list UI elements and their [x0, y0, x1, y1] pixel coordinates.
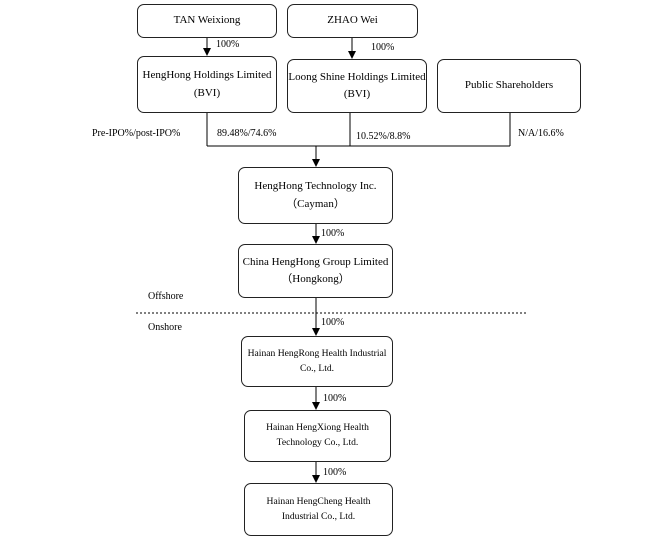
node-tan-weixiong-name: TAN Weixiong [173, 14, 241, 27]
node-china-henghong-group: China HengHong Group Limited （Hongkong） [238, 244, 393, 298]
node-hainan-hengrong: Hainan HengRong Health Industrial Co., L… [241, 336, 393, 387]
node-public-shareholders-name: Public Shareholders [464, 79, 554, 92]
label-pre-post-ipo: Pre-IPO%/post-IPO% [92, 128, 181, 139]
node-public-shareholders: Public Shareholders [437, 59, 581, 113]
node-hainan-hengrong-line1: Hainan HengRong Health Industrial [247, 347, 387, 359]
node-hainan-hengrong-line2: Co., Ltd. [299, 362, 335, 374]
node-china-henghong-group-jurisdiction: （Hongkong） [281, 273, 350, 285]
node-henghong-holdings-jurisdiction: (BVI) [193, 86, 221, 99]
node-china-henghong-group-name: China HengHong Group Limited [242, 255, 389, 268]
node-hainan-hengxiong-line2: Technology Co., Ltd. [276, 437, 359, 448]
label-onshore: Onshore [148, 322, 182, 333]
node-henghong-holdings-name: HengHong Holdings Limited [142, 69, 272, 82]
label-tan-ownership: 100% [216, 39, 240, 50]
label-public-stake: N/A/16.6% [518, 128, 564, 139]
node-tan-weixiong: TAN Weixiong [137, 4, 277, 38]
node-loong-shine-holdings: Loong Shine Holdings Limited (BVI) [287, 59, 427, 113]
node-zhao-wei-name: ZHAO Wei [327, 14, 378, 27]
node-henghong-technology: HengHong Technology Inc. （Cayman） [238, 167, 393, 224]
label-hengrong-to-hengxiong-ownership: 100% [323, 393, 347, 404]
node-hainan-hengcheng: Hainan HengCheng Health Industrial Co., … [244, 483, 393, 536]
label-hengxiong-to-hengcheng-ownership: 100% [323, 467, 347, 478]
node-loong-shine-holdings-jurisdiction: (BVI) [343, 88, 371, 100]
label-china-to-hengrong-ownership: 100% [321, 317, 345, 328]
node-zhao-wei: ZHAO Wei [287, 4, 418, 38]
node-hainan-hengxiong-line1: Hainan HengXiong Health [266, 422, 369, 434]
node-hainan-hengcheng-line2: Industrial Co., Ltd. [281, 510, 356, 522]
label-tech-to-china-ownership: 100% [321, 228, 345, 239]
node-henghong-holdings: HengHong Holdings Limited (BVI) [137, 56, 277, 113]
node-hainan-hengcheng-line1: Hainan HengCheng Health [266, 495, 371, 507]
node-loong-shine-holdings-name: Loong Shine Holdings Limited [288, 70, 426, 83]
node-henghong-technology-name: HengHong Technology Inc. [254, 180, 377, 193]
label-loong-shine-stake: 10.52%/8.8% [356, 131, 411, 142]
node-hainan-hengxiong: Hainan HengXiong Health Technology Co., … [244, 410, 391, 462]
label-henghong-holdings-stake: 89.48%/74.6% [217, 128, 277, 139]
label-offshore: Offshore [148, 291, 184, 302]
node-henghong-technology-jurisdiction: （Cayman） [286, 197, 345, 210]
label-zhao-ownership: 100% [371, 42, 395, 53]
